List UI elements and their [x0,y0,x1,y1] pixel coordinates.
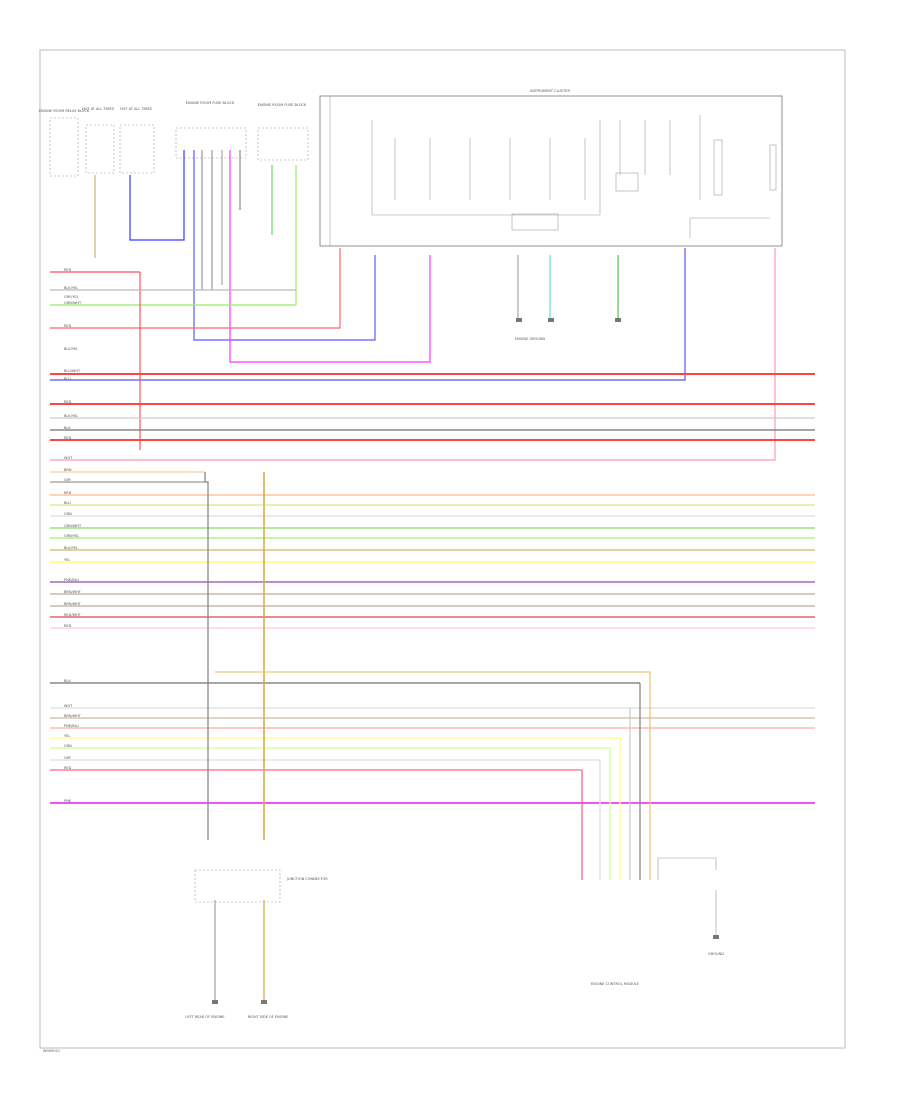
wire-color-label: PNK [64,799,72,803]
wire-color-label: RED [64,624,72,628]
wire-blue-3 [50,248,686,381]
relay-block-label: ENGINE ROOM RELAY BLOCK [39,109,90,113]
instrument-cluster-label: INSTRUMENT CLUSTER [530,89,570,93]
wire-color-label: BRN/WHT [64,714,82,718]
wire-color-label: RED [64,324,72,328]
wire-color-label: BLK/YEL [64,347,78,351]
wire-color-label: YEL [64,558,70,562]
wire-color-label: BLK/YEL [64,286,78,290]
wire-color-label: GRN/WHT [64,301,82,305]
wire-color-label: PNK/BLU [64,578,79,582]
fuse-box-2 [119,124,155,174]
wire-color-label: BRN [64,468,72,472]
wire-color-label: WHT [64,456,73,460]
wire-color-label: BLU/WHT [64,369,81,373]
wire-color-label: BRN/WHT [64,590,82,594]
top-drop-wires [50,150,776,461]
wire-color-label: GRY/YEL [64,295,79,299]
fuse-block-2 [257,127,309,161]
wire-color-label: RED [64,491,72,495]
wire-blue-1 [129,150,185,241]
wire-color-label: GRN [64,744,72,748]
hot-label-2: HOT AT ALL TIMES [120,107,153,111]
fuse-box-1 [85,124,115,174]
wire-color-label: RED [64,436,72,440]
instrument-cluster-box [319,95,783,247]
junction-connector-label: JUNCTION CONNECTOR [286,877,328,881]
wire-red-1 [50,248,341,329]
junction-connector-box [194,869,281,903]
relay-block-box [49,117,79,177]
fuse-block-1 [175,127,247,159]
wire-color-label: BLU [64,377,71,381]
wire-color-label: PNK/BLU [64,724,79,728]
wire-color-labels: RED BLK/YEL GRY/YEL GRN/WHT RED BLK/YEL BLU/WH… [64,268,82,803]
wire-color-label: BLK [64,426,71,430]
wire-color-label: BLU [64,501,71,505]
fuse-block-label-1: ENGINE ROOM FUSE BLOCK [186,101,235,105]
ground-symbols [212,318,719,1004]
top-labels: ENGINE ROOM RELAY BLOCK HOT AT ALL TIMES… [39,89,571,113]
figure-code: W009U11 [43,1049,60,1053]
top-components [49,95,783,247]
wire-pink-2 [50,248,776,461]
wire-color-label: RED [64,268,72,272]
wire-color-label: BLK/YEL [64,414,78,418]
lower-labels: JUNCTION CONNECTOR ENGINE GROUND LEFT RE… [185,337,724,1019]
wire-color-label: RED [64,400,72,404]
wire-color-label: BLK/YEL [64,546,78,550]
fuse-block-label-2: ENGINE ROOM FUSE BLOCK [258,103,307,107]
wire-pink-1 [229,150,431,363]
engine-ground-label: ENGINE GROUND [515,337,546,341]
right-side-engine-label: RIGHT SIDE OF ENGINE [248,1015,289,1019]
wire-color-label: BLK [64,679,71,683]
hot-label-1: HOT AT ALL TIMES [82,107,115,111]
wire-color-label: GRN [64,512,72,516]
wire-color-label: WHT [64,704,73,708]
lower-components [194,857,717,935]
wire-color-label: RED [64,766,72,770]
wire-color-label: YEL [64,734,70,738]
wire-color-label: GRN/YEL [64,534,79,538]
wire-color-label: GRY [64,478,72,482]
left-rear-engine-label: LEFT REAR OF ENGINE [185,1015,224,1019]
bus-wires [50,271,815,804]
wire-color-label: BRN/WHT [64,602,82,606]
wire-color-label: GRY [64,756,72,760]
wire-color-label: RED/WHT [64,613,82,617]
lower-vertical-wires [204,472,651,1000]
wire-color-label: GRN/WHT [64,524,82,528]
wire-blue-2 [193,150,376,341]
wire-green-2 [50,165,297,306]
diagram-frame [39,49,846,1049]
ecm-label: ENGINE CONTROL MODULE [591,982,639,986]
ground-label: GROUND [708,952,724,956]
